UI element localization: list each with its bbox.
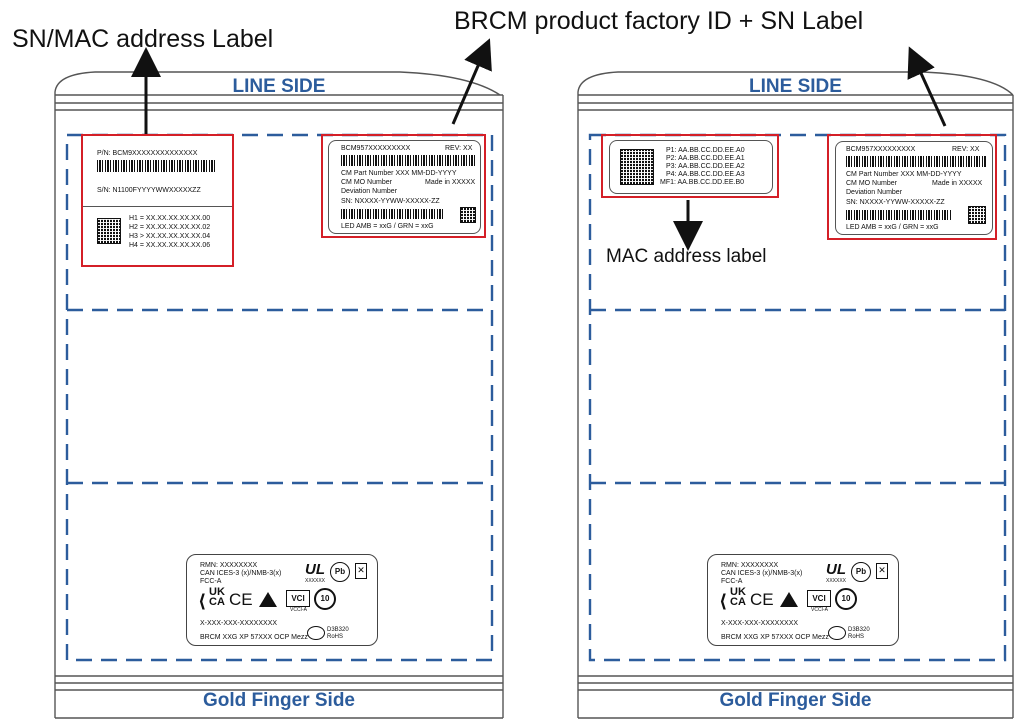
cert-right-fcc: FCC-A	[721, 578, 743, 585]
brcm-right-rev: REV: XX	[952, 146, 980, 153]
cert-left-can: CAN ICES-3 (x)/NMB-3(x)	[200, 570, 282, 577]
cert-right-rohs-icon	[828, 626, 846, 640]
brcm-right-cm-mo: CM MO Number	[846, 180, 897, 187]
cert-label-left: RMN: XXXXXXXX CAN ICES-3 (x)/NMB-3(x) FC…	[186, 554, 378, 646]
brcm-left-cm-mo: CM MO Number	[341, 179, 392, 186]
cert-right-kc-icon: ⟨	[719, 591, 728, 611]
cert-left-product: BRCM XXG XP 57XXX OCP Mezz	[200, 634, 308, 641]
brcm-right-cm-part: CM Part Number XXX MM-DD-YYYY	[846, 171, 962, 178]
cert-right-bin-icon: ✕	[876, 563, 888, 579]
cert-right-pb-icon: Pb	[851, 562, 871, 582]
callout-mac-address-label: MAC address label	[606, 246, 767, 267]
gold-finger-title-right: Gold Finger Side	[719, 690, 872, 711]
cert-right-ukca-bottom: CA	[730, 596, 746, 608]
right-card-outline	[577, 71, 1014, 719]
brcm-left-rev: REV: XX	[445, 145, 473, 152]
cert-left-fcc: FCC-A	[200, 578, 222, 585]
cert-left-ukca-bottom: CA	[209, 596, 225, 608]
cert-right-rcm-icon	[780, 592, 798, 607]
mac-label-p3: P3: AA.BB.CC.DD.EE.A2	[666, 163, 745, 170]
mac-label-p2: P2: AA.BB.CC.DD.EE.A1	[666, 155, 745, 162]
cert-right-rmn: RMN: XXXXXXXX	[721, 562, 779, 569]
mac-label-box: P1: AA.BB.CC.DD.EE.A0 P2: AA.BB.CC.DD.EE…	[601, 134, 779, 198]
mac-label-p4: P4: AA.BB.CC.DD.EE.A3	[666, 171, 745, 178]
cert-left-pb-icon: Pb	[330, 562, 350, 582]
cert-right-vci-box: VCI	[807, 590, 831, 607]
cert-right-d3: D3B320	[848, 627, 870, 633]
sn-label-qr	[97, 218, 121, 244]
brcm-left-barcode-2	[341, 209, 445, 219]
cert-left-rohs: RoHS	[327, 634, 344, 640]
brcm-label-box-right: BCM957XXXXXXXXX REV: XX CM Part Number X…	[827, 134, 997, 240]
arrow-brcm-right	[907, 46, 947, 127]
cert-left-vci-sub: VCCI-A	[290, 607, 307, 613]
cert-left-rmn: RMN: XXXXXXXX	[200, 562, 258, 569]
mac-label-qr	[620, 149, 654, 185]
brcm-left-sn: SN: NXXXX-YYWW-XXXXX-ZZ	[341, 198, 440, 205]
cert-right-vci-sub: VCCI-A	[811, 607, 828, 613]
brcm-left-deviation: Deviation Number	[341, 188, 398, 195]
brcm-left-made-in: Made in XXXXX	[425, 179, 476, 186]
brcm-right-qr	[968, 206, 986, 224]
cert-left-bin-icon: ✕	[355, 563, 367, 579]
brcm-label-box-left: BCM957XXXXXXXXX REV: XX CM Part Number X…	[321, 134, 486, 238]
brcm-right-barcode-1	[846, 156, 986, 167]
brcm-left-model: BCM957XXXXXXXXX	[341, 145, 411, 152]
callout-brcm-label: BRCM product factory ID + SN Label	[454, 7, 864, 35]
cert-right-ukca-top: UK	[730, 586, 746, 598]
brcm-right-made-in: Made in XXXXX	[932, 180, 983, 187]
line-side-title-left: LINE SIDE	[232, 76, 326, 97]
cert-label-right: RMN: XXXXXXXX CAN ICES-3 (x)/NMB-3(x) FC…	[707, 554, 899, 646]
right-dashed-area	[588, 133, 1007, 662]
cert-right-rohs: RoHS	[848, 634, 865, 640]
cert-left-ce-mark: CE	[229, 590, 253, 609]
cert-left-kc-icon: ⟨	[198, 591, 207, 611]
sn-label-mac-4: H4 = XX.XX.XX.XX.XX.06	[129, 242, 211, 249]
brcm-left-qr	[460, 207, 476, 223]
brcm-left-barcode-1	[341, 155, 475, 166]
mac-label-p1: P1: AA.BB.CC.DD.EE.A0	[666, 147, 745, 154]
cert-right-ul-code: XXXXXX	[826, 578, 847, 584]
sn-label-mac-2: H2 = XX.XX.XX.XX.XX.02	[129, 224, 211, 231]
cert-right-ce-mark: CE	[750, 590, 774, 609]
left-card-outline	[54, 71, 504, 719]
cert-left-d3: D3B320	[327, 627, 349, 633]
sn-label-pn: P/N: BCM9XXXXXXXXXXXXXX	[97, 150, 198, 157]
sn-label-mac-3: H3 > XX.XX.XX.XX.XX.04	[129, 233, 211, 240]
brcm-right-barcode-2	[846, 210, 952, 220]
brcm-right-deviation: Deviation Number	[846, 189, 903, 196]
cert-left-age-icon: 10	[314, 588, 336, 610]
gold-finger-title-left: Gold Finger Side	[202, 690, 355, 711]
cert-left-rcm-icon	[259, 592, 277, 607]
brcm-right-led: LED AMB = xxG / GRN = xxG	[846, 224, 939, 231]
brcm-left-cm-part: CM Part Number XXX MM-DD-YYYY	[341, 170, 457, 177]
cert-right-part: X-XXX-XXX-XXXXXXXX	[721, 620, 799, 627]
left-dashed-area	[65, 133, 494, 662]
cert-right-product: BRCM XXG XP 57XXX OCP Mezz	[721, 634, 829, 641]
sn-mac-label-box: P/N: BCM9XXXXXXXXXXXXXX S/N: N1100FYYYYW…	[81, 134, 234, 267]
mac-label-mf1: MF1: AA.BB.CC.DD.EE.B0	[660, 179, 745, 186]
cert-right-age-icon: 10	[835, 588, 857, 610]
cert-left-ukca-top: UK	[209, 586, 225, 598]
arrow-brcm-left	[451, 38, 492, 125]
cert-right-ul-mark: UL	[826, 561, 846, 578]
brcm-right-sn: SN: NXXXX-YYWW-XXXXX-ZZ	[846, 199, 945, 206]
line-side-title-right: LINE SIDE	[749, 76, 842, 97]
cert-left-vci-box: VCI	[286, 590, 310, 607]
brcm-right-model: BCM957XXXXXXXXX	[846, 146, 916, 153]
cert-left-ul-mark: UL	[305, 561, 325, 578]
cert-right-can: CAN ICES-3 (x)/NMB-3(x)	[721, 570, 803, 577]
sn-label-sn: S/N: N1100FYYYYWWXXXXXZZ	[97, 187, 201, 194]
cert-left-part: X-XXX-XXX-XXXXXXXX	[200, 620, 278, 627]
brcm-left-led: LED AMB = xxG / GRN = xxG	[341, 223, 434, 230]
cert-left-rohs-icon	[307, 626, 325, 640]
sn-label-divider	[83, 206, 232, 207]
cert-left-ul-code: XXXXXX	[305, 578, 326, 584]
sn-label-mac-1: H1 = XX.XX.XX.XX.XX.00	[129, 215, 211, 222]
sn-label-barcode-1	[97, 160, 215, 172]
